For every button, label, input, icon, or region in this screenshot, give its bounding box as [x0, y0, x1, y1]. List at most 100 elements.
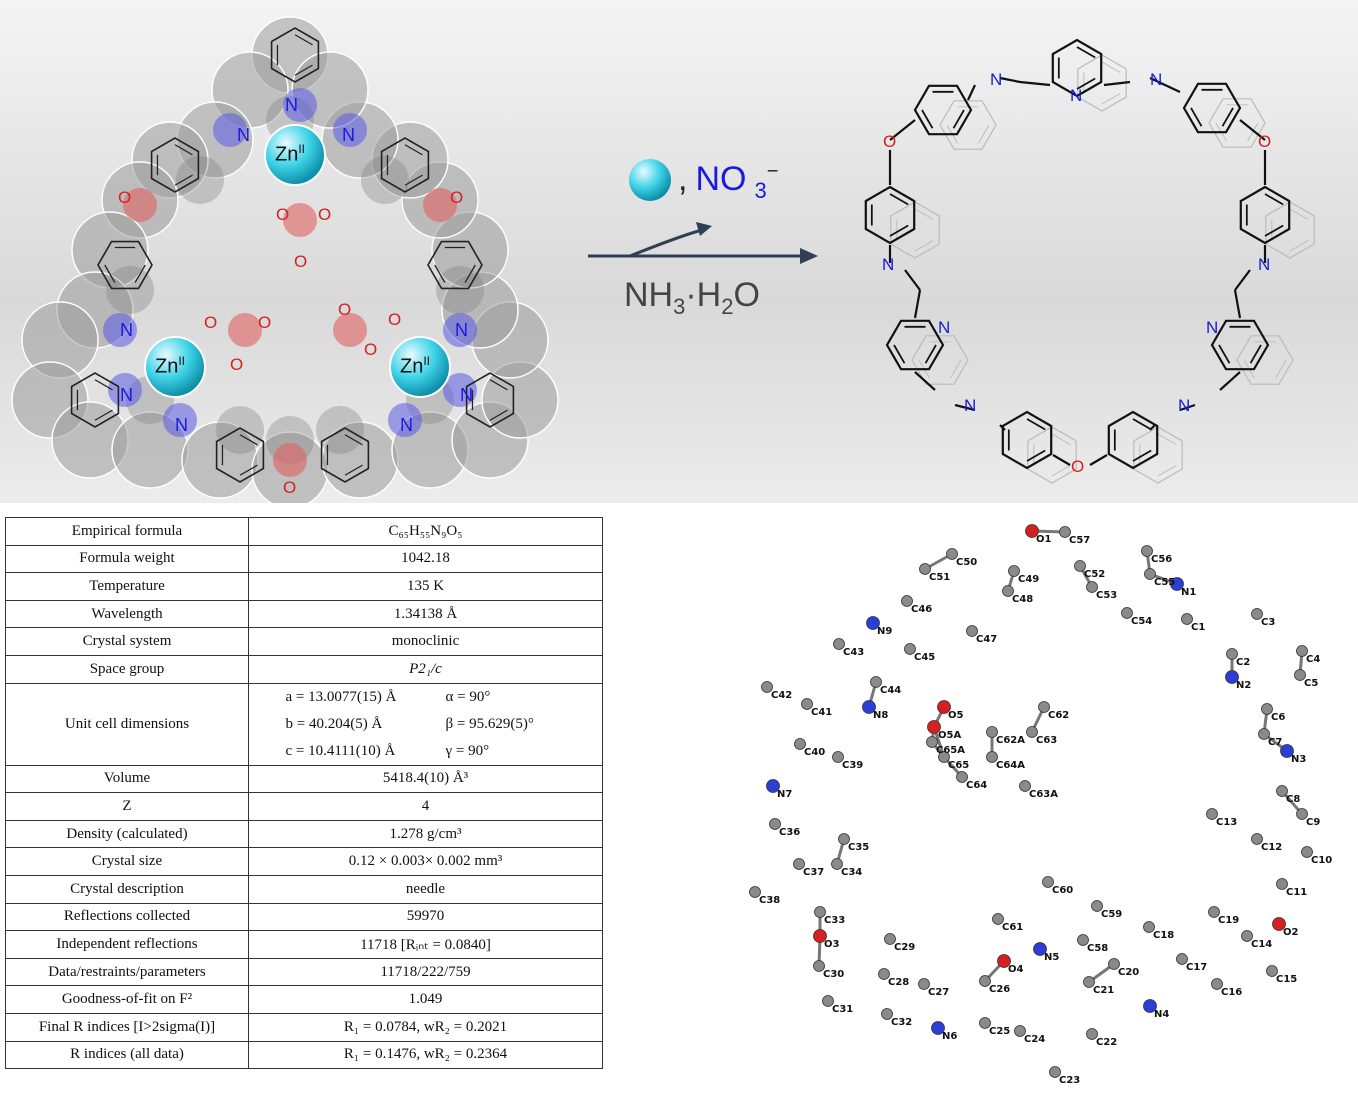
aromatic-ring-0-double-bond [1076, 46, 1096, 59]
bond [1233, 289, 1242, 319]
atom-label: C52 [1084, 569, 1106, 580]
oxygen-sphere [333, 313, 367, 347]
atom-label: C1 [1191, 622, 1206, 633]
atom-bond [835, 838, 846, 865]
atom-bond [930, 726, 936, 743]
atom-label: C40 [804, 747, 826, 758]
background-ring-double-bond [1247, 122, 1259, 142]
background-ring-double-bond [1051, 433, 1071, 445]
atom-label: C50 [956, 557, 978, 568]
background-ring [1133, 426, 1183, 484]
property-label: Space group [5, 654, 249, 684]
atom-bond [1298, 650, 1304, 676]
atom-label: C37 [803, 867, 825, 878]
aromatic-ring-0-double-bond [1076, 77, 1096, 90]
reagent-part: NH [624, 276, 674, 314]
property-value: 11718 [Rᵢₙₜ = 0.0840] [248, 930, 603, 959]
property-label: Reflections collected [5, 902, 249, 932]
aromatic-ring-4 [1239, 185, 1291, 245]
atom-bond [1031, 529, 1066, 534]
ligand-nitrogen-label: N [1258, 255, 1271, 274]
bond [1219, 371, 1241, 391]
atom-label: C14 [1251, 939, 1273, 950]
atom-label: O5 [948, 710, 964, 721]
bond [1089, 454, 1108, 466]
ring-8-double-bond [344, 434, 363, 446]
unit-cell-parameter: γ = 90° [445, 742, 490, 759]
property-value: C₆₅H₅₅N₉O₅ [248, 517, 603, 546]
bond [967, 84, 976, 101]
atom-label: C20 [1118, 967, 1140, 978]
atom-bond [817, 935, 822, 967]
vdw-sphere [436, 266, 484, 314]
ring-3-double-bond [104, 264, 116, 283]
background-ring [939, 100, 997, 150]
property-value: 0.12 × 0.003× 0.002 mm³ [248, 847, 603, 876]
property-value: R₁ = 0.1476, wR₂ = 0.2364 [248, 1040, 603, 1070]
aromatic-ring-7 [1001, 410, 1053, 470]
atom-label: C64A [996, 760, 1025, 771]
background-ring-double-bond [914, 240, 934, 252]
oxygen-label: O [388, 310, 402, 329]
oxygen-label: O [230, 355, 244, 374]
background-ring [1265, 201, 1315, 259]
atom-bond [1145, 550, 1152, 575]
zinc-symbol: Zn [275, 143, 299, 166]
aromatic-ring-2-double-bond [1190, 107, 1203, 127]
atom-label: C44 [880, 685, 902, 696]
background-ring-double-bond [1157, 465, 1177, 477]
ring-6-double-bond [489, 409, 508, 421]
atom-label: C15 [1276, 974, 1298, 985]
atom-label: N8 [873, 710, 889, 721]
reagent-ammonia-water: NH3·H2O [624, 276, 760, 320]
property-value: 4 [248, 792, 603, 821]
oxygen-label: O [258, 313, 272, 332]
oxygen-label: O [204, 313, 218, 332]
ring-2 [380, 137, 430, 193]
nitrogen-sphere [443, 313, 477, 347]
ligand-nitrogen-label: N [964, 396, 977, 415]
atom-label: C64 [966, 780, 988, 791]
atom-label: C48 [1012, 594, 1034, 605]
bond [914, 371, 936, 391]
atom-bond [1006, 570, 1016, 592]
reagent-part: ·H [685, 276, 722, 314]
ring-3 [97, 240, 153, 290]
atom-label: C55 [1154, 577, 1176, 588]
ligand-nitrogen-label: N [1150, 70, 1163, 89]
unit-cell-parameter: b = 40.204(5) Å [285, 715, 383, 732]
oxygen-label: O [294, 252, 308, 271]
aromatic-ring-1 [913, 84, 973, 136]
atom-label: C25 [989, 1026, 1011, 1037]
bond [1103, 80, 1131, 87]
oxygen-label: O [364, 340, 378, 359]
atom-bond [1088, 962, 1115, 984]
atom-label: C16 [1221, 987, 1243, 998]
bond [1234, 269, 1251, 291]
reagent-part: 3 [673, 293, 686, 319]
ring-7-double-bond [239, 434, 258, 446]
property-label: Wavelength [5, 599, 249, 629]
nitrogen-sphere [388, 403, 422, 437]
background-ring-double-bond [914, 208, 934, 220]
property-label: R indices (all data) [5, 1040, 249, 1070]
atom-label: C2 [1236, 657, 1251, 668]
bond [1239, 119, 1266, 141]
ring-6 [465, 372, 515, 428]
aromatic-ring-8-double-bond [1132, 449, 1152, 462]
atom-label: C22 [1096, 1037, 1118, 1048]
atom-label: C21 [1093, 985, 1115, 996]
property-value: P2₁/c [248, 654, 603, 684]
nitrogen-label: N [342, 125, 355, 145]
atom-label: N3 [1291, 754, 1307, 765]
bond [999, 76, 1021, 84]
arrow-head [800, 248, 818, 264]
nitrogen-label: N [120, 385, 133, 405]
property-label: Unit cell dimensions [5, 682, 249, 766]
property-label: Formula weight [5, 544, 249, 574]
atom-label: C28 [888, 977, 910, 988]
zinc-ion-sphere [144, 336, 206, 398]
aromatic-ring-1-double-bond [952, 109, 965, 129]
